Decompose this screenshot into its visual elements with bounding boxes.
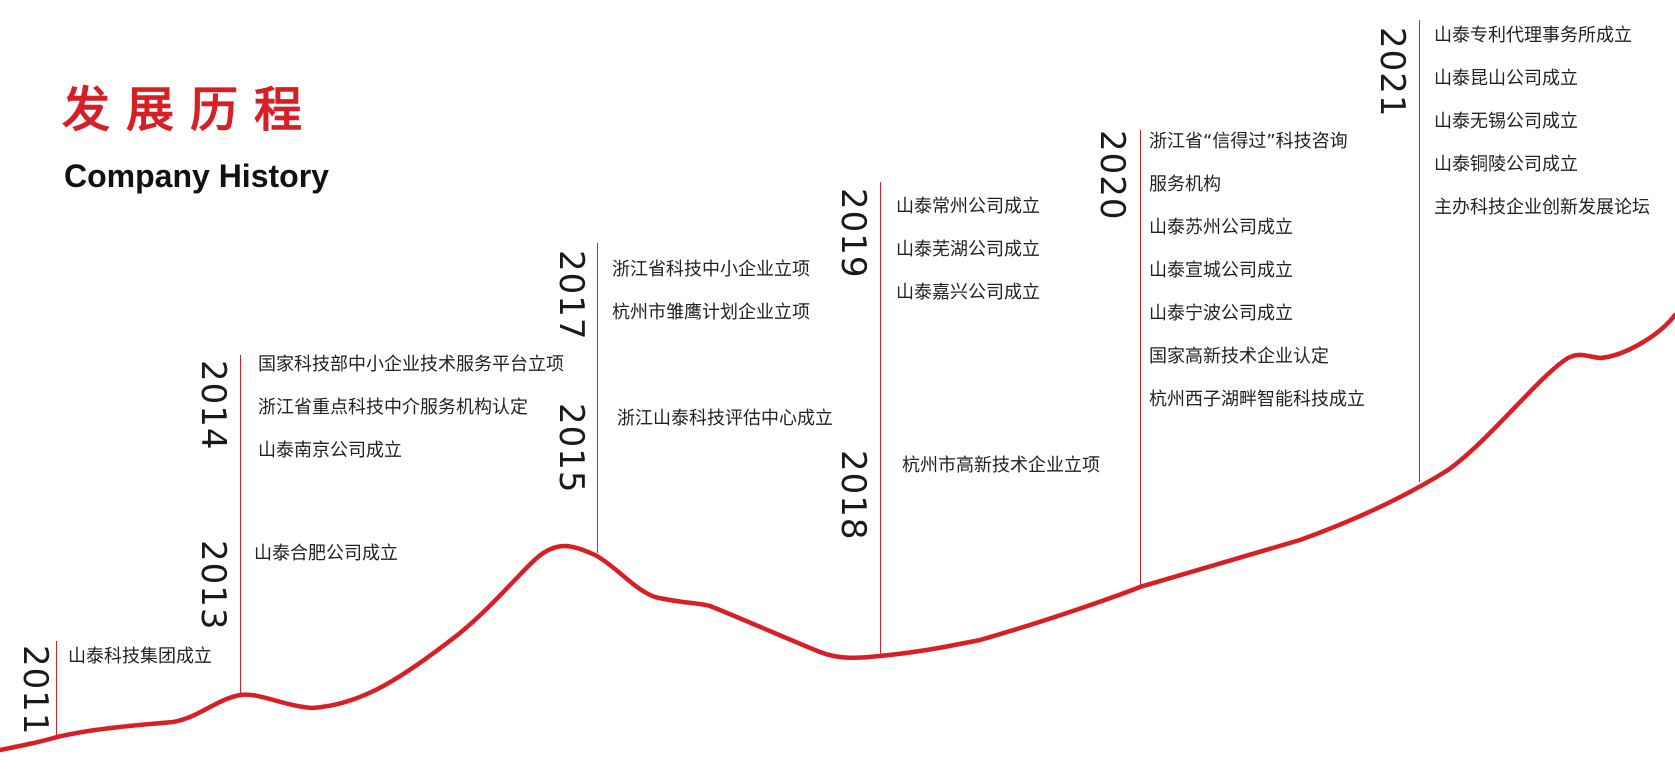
page-title-en: Company History <box>64 158 329 194</box>
growth-curve-line <box>0 312 1675 753</box>
stem-2013 <box>240 355 241 695</box>
event-list-2021: 山泰专利代理事务所成立 山泰昆山公司成立 山泰无锡公司成立 山泰铜陵公司成立 主… <box>1434 24 1650 239</box>
event-list-2015: 浙江山泰科技评估中心成立 <box>617 407 833 450</box>
page-title-cn: 发展历程 <box>62 82 319 138</box>
event-item: 杭州西子湖畔智能科技成立 <box>1149 389 1365 410</box>
event-list-2017: 浙江省科技中小企业立项 杭州市雏鹰计划企业立项 <box>612 258 810 344</box>
event-item: 山泰昆山公司成立 <box>1434 68 1578 89</box>
event-list-2019: 山泰常州公司成立 山泰芜湖公司成立 山泰嘉兴公司成立 <box>896 195 1040 324</box>
event-item: 浙江省“信得过”科技咨询 <box>1149 131 1348 152</box>
event-item: 山泰合肥公司成立 <box>254 543 398 564</box>
event-list-2014: 国家科技部中小企业技术服务平台立项 浙江省重点科技中介服务机构认定 山泰南京公司… <box>258 353 564 482</box>
event-item: 山泰无锡公司成立 <box>1434 111 1578 132</box>
event-item: 山泰铜陵公司成立 <box>1434 154 1578 175</box>
event-item: 国家科技部中小企业技术服务平台立项 <box>258 354 564 375</box>
event-item: 山泰宁波公司成立 <box>1149 303 1293 324</box>
stem-2017 <box>597 243 598 553</box>
event-item: 山泰芜湖公司成立 <box>896 239 1040 260</box>
year-label-2020: 2020 <box>1092 130 1132 221</box>
event-item: 山泰宣城公司成立 <box>1149 260 1293 281</box>
stem-2011 <box>56 641 57 736</box>
event-item: 浙江山泰科技评估中心成立 <box>617 408 833 429</box>
year-label-2018: 2018 <box>833 450 873 541</box>
event-item: 浙江省重点科技中介服务机构认定 <box>258 397 528 418</box>
event-item: 服务机构 <box>1149 174 1221 195</box>
event-item: 山泰科技集团成立 <box>68 646 212 667</box>
year-label-2011: 2011 <box>15 645 55 736</box>
event-list-2013: 山泰合肥公司成立 <box>254 542 398 585</box>
event-item: 浙江省科技中小企业立项 <box>612 259 810 280</box>
event-item: 山泰专利代理事务所成立 <box>1434 25 1632 46</box>
event-list-2018: 杭州市高新技术企业立项 <box>902 454 1100 497</box>
event-item: 山泰嘉兴公司成立 <box>896 282 1040 303</box>
year-label-2015: 2015 <box>551 403 591 494</box>
event-item: 山泰南京公司成立 <box>258 440 402 461</box>
stem-2020 <box>1140 130 1141 586</box>
event-list-2020: 浙江省“信得过”科技咨询 服务机构 山泰苏州公司成立 山泰宣城公司成立 山泰宁波… <box>1149 130 1365 431</box>
event-list-2011: 山泰科技集团成立 <box>68 645 212 688</box>
event-item: 山泰常州公司成立 <box>896 196 1040 217</box>
event-item: 国家高新技术企业认定 <box>1149 346 1329 367</box>
stem-2019 <box>880 182 881 654</box>
year-label-2019: 2019 <box>833 188 873 279</box>
year-label-2021: 2021 <box>1372 27 1412 118</box>
stem-2021 <box>1419 20 1420 482</box>
event-item: 主办科技企业创新发展论坛 <box>1434 197 1650 218</box>
year-label-2014: 2014 <box>193 360 233 451</box>
year-label-2013: 2013 <box>193 540 233 631</box>
event-item: 山泰苏州公司成立 <box>1149 217 1293 238</box>
event-item: 杭州市雏鹰计划企业立项 <box>612 302 810 323</box>
year-label-2017: 2017 <box>551 250 591 341</box>
event-item: 杭州市高新技术企业立项 <box>902 455 1100 476</box>
